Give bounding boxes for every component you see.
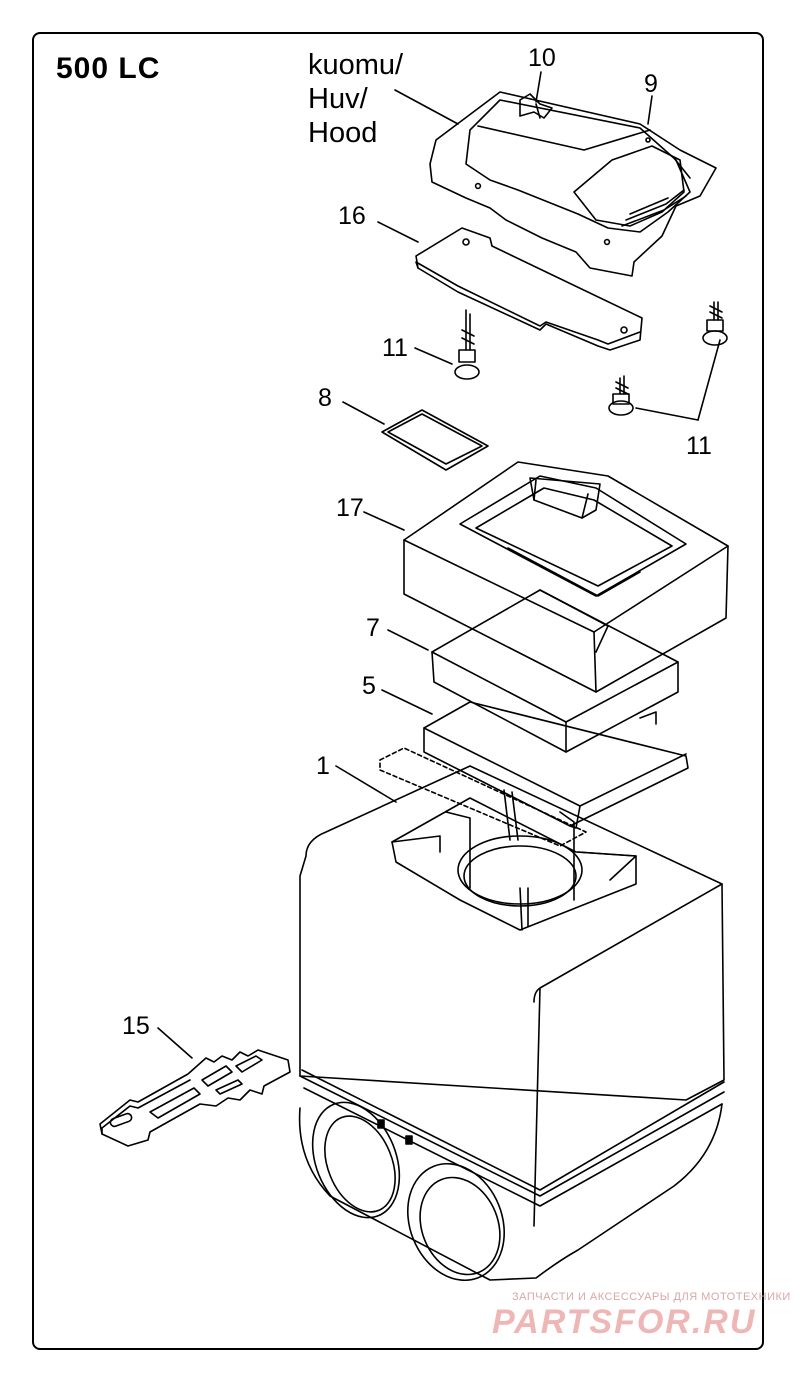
bracket-part xyxy=(99,1049,291,1147)
filter-frame-part xyxy=(403,461,729,693)
callout-17: 17 xyxy=(336,494,364,522)
callout-16: 16 xyxy=(338,202,366,230)
small-filter-pad xyxy=(381,409,489,471)
callout-15: 15 xyxy=(122,1012,150,1040)
watermark-tagline: ЗАПЧАСТИ И АКСЕССУАРЫ ДЛЯ МОТОТЕХНИКИ xyxy=(512,1291,791,1303)
filter-plate-part xyxy=(379,701,689,847)
leader-lines xyxy=(157,71,721,1059)
callout-8: 8 xyxy=(318,384,332,412)
callout-10: 10 xyxy=(528,44,556,72)
model-title: 500 LC xyxy=(56,52,161,85)
screw-parts xyxy=(454,301,728,416)
callout-7: 7 xyxy=(366,614,380,642)
callout-9: 9 xyxy=(644,70,658,98)
hood-label-line-3: Hood xyxy=(308,117,378,149)
callout-5: 5 xyxy=(362,672,376,700)
hood-label-line-1: kuomu/ xyxy=(308,49,404,81)
watermark-logo: PARTSFOR.RU xyxy=(492,1303,757,1341)
callout-11-right: 11 xyxy=(686,432,712,460)
hood-part xyxy=(429,91,717,277)
callout-1: 1 xyxy=(316,752,330,780)
hood-label: kuomu/ Huv/ Hood xyxy=(308,48,403,150)
callout-11-left: 11 xyxy=(382,334,408,362)
air-filter-part xyxy=(431,589,679,753)
diagram-frame xyxy=(32,32,764,1350)
plate-part xyxy=(415,227,643,351)
housing-part xyxy=(298,765,725,1282)
hood-label-line-2: Huv/ xyxy=(308,83,368,115)
